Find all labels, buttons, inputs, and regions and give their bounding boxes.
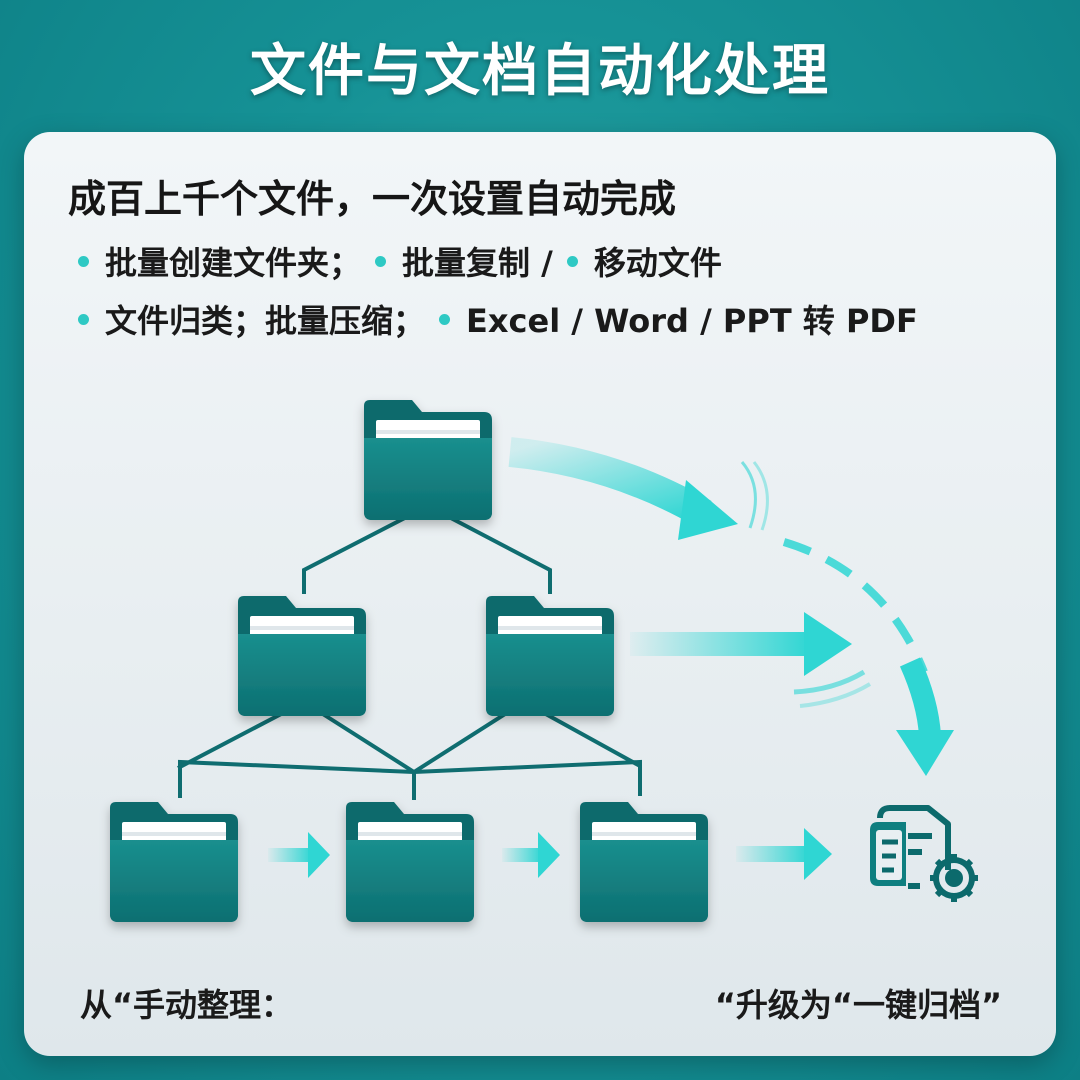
bullet-dot-icon	[439, 313, 451, 325]
bullet-dot-icon	[566, 255, 578, 267]
feature-item: 移动文件	[566, 238, 722, 284]
caption-right: “升级为“一键归档”	[714, 986, 1002, 1024]
bullet-dot-icon	[78, 255, 89, 267]
flow-arrow-icon	[630, 612, 872, 708]
folder-icon-level3-2	[346, 802, 474, 922]
feature-line-1: 批量创建文件夹； 批量复制 / 移动文件	[78, 232, 932, 290]
folder-tree-diagram	[110, 400, 978, 922]
folder-icon-level2-left	[238, 596, 366, 716]
feature-list: 批量创建文件夹； 批量复制 / 移动文件 文件归类；批量压缩； Excel / …	[78, 232, 932, 348]
feature-item: 批量复制 /	[375, 238, 553, 284]
caption-left: 从“手动整理：	[80, 986, 294, 1024]
feature-line-2: 文件归类；批量压缩； Excel / Word / PPT 转 PDF	[78, 290, 932, 348]
feature-item: Excel / Word / PPT 转 PDF	[439, 296, 918, 342]
folder-icon-level2-right	[486, 596, 614, 716]
card-subtitle: 成百上千个文件，一次设置自动完成	[68, 177, 677, 221]
flow-arrow-icon	[736, 828, 832, 880]
archive-document-gear-icon	[870, 805, 978, 902]
folder-icon-level3-3	[580, 802, 708, 922]
bullet-dot-icon	[375, 255, 387, 267]
feature-item: 文件归类；批量压缩；	[78, 296, 425, 342]
page-title: 文件与文档自动化处理	[250, 39, 830, 104]
tree-connectors	[177, 504, 642, 800]
folder-icon-level3-1	[110, 802, 238, 922]
feature-item: 批量创建文件夹；	[78, 238, 361, 284]
content-card: 成百上千个文件，一次设置自动完成 批量创建文件夹； 批量复制 / 移动文件 文件…	[24, 132, 1056, 1056]
flow-arrow-icon	[502, 832, 560, 878]
folder-icon-root	[364, 400, 492, 520]
bullet-dot-icon	[78, 313, 89, 325]
flow-arrow-icon	[268, 832, 330, 878]
flow-arrow-icon	[508, 437, 954, 776]
